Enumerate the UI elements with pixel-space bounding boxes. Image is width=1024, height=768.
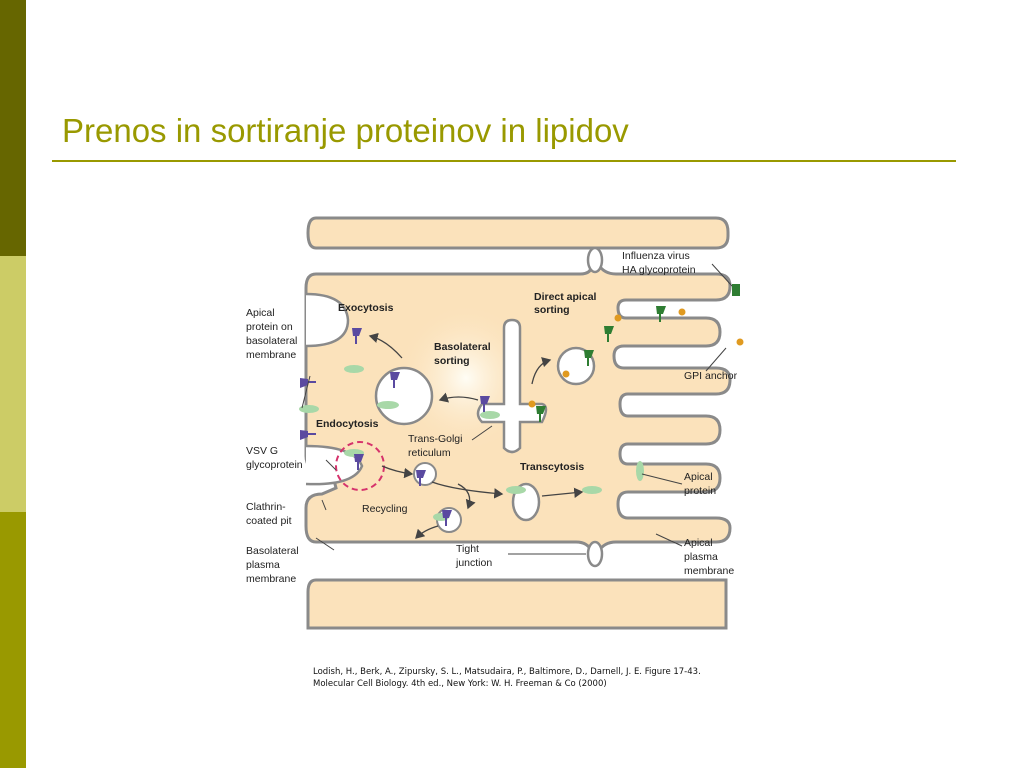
- apical-protein-mark: [636, 461, 644, 481]
- apical-protein-mark: [377, 401, 399, 409]
- exocytic-vesicle: [374, 366, 434, 426]
- trans-golgi-network: [476, 318, 548, 454]
- tight-junction-top: [586, 246, 604, 274]
- sidebar-bar-dark: [0, 0, 26, 256]
- label-basolateral-sorting-1: Basolateral: [434, 341, 491, 353]
- label-baso-membrane-2: plasma: [246, 559, 280, 571]
- diagram-labels: Influenza virus HA glycoprotein Direct a…: [246, 250, 738, 585]
- label-transcytosis: Transcytosis: [520, 461, 584, 473]
- exocytosis-pocket: [305, 292, 350, 348]
- bottom-cell: [306, 578, 728, 630]
- label-baso-membrane-1: Basolateral: [246, 545, 299, 557]
- label-endocytosis: Endocytosis: [316, 418, 379, 430]
- apical-protein-mark: [506, 486, 526, 494]
- gpi-marks: [528, 308, 744, 408]
- title-underline: [52, 160, 956, 162]
- label-clathrin-1: Clathrin-: [246, 501, 286, 513]
- process-arrows: [368, 332, 584, 539]
- sorting-diagram: Influenza virus HA glycoprotein Direct a…: [246, 216, 744, 630]
- top-cell: [306, 216, 730, 250]
- label-apical-membrane-2: plasma: [684, 551, 718, 563]
- label-trans-golgi-2: reticulum: [408, 447, 451, 459]
- label-exocytosis: Exocytosis: [338, 302, 394, 314]
- label-apical-membrane-1: Apical: [684, 537, 713, 549]
- label-apical-on-baso-2: protein on: [246, 321, 293, 333]
- slide-title: Prenos in sortiranje proteinov in lipido…: [62, 112, 629, 149]
- label-direct-apical-2: sorting: [534, 304, 570, 316]
- label-apical-on-baso-4: membrane: [246, 349, 296, 361]
- label-apical-on-baso-3: basolateral: [246, 335, 297, 347]
- label-apical-membrane-3: membrane: [684, 565, 734, 577]
- leader-lines: [301, 263, 733, 555]
- caption-line-1: Lodish, H., Berk, A., Zipursky, S. L., M…: [313, 667, 701, 677]
- label-basolateral-sorting-2: sorting: [434, 355, 470, 367]
- caption-line-2: Molecular Cell Biology. 4th ed., New Yor…: [313, 679, 607, 689]
- label-direct-apical-1: Direct apical: [534, 291, 597, 303]
- apical-protein-mark: [582, 486, 602, 494]
- apical-protein-mark: [299, 405, 319, 413]
- sidebar-bar-mid: [0, 512, 26, 768]
- label-influenza-1: Influenza virus: [622, 250, 690, 262]
- label-tight-1: Tight: [456, 543, 479, 555]
- ha-marks: [536, 284, 740, 422]
- label-baso-membrane-3: membrane: [246, 573, 296, 585]
- figure-caption: Lodish, H., Berk, A., Zipursky, S. L., M…: [313, 666, 701, 690]
- apical-protein-mark: [480, 411, 500, 419]
- label-vsvg-2: glycoprotein: [246, 459, 303, 471]
- label-vsvg-1: VSV G: [246, 445, 278, 457]
- tight-junction-bottom: [586, 540, 604, 568]
- label-gpi-anchor: GPI anchor: [684, 370, 738, 382]
- label-apical-protein-1: Apical: [684, 471, 713, 483]
- vsvg-marks: [300, 328, 490, 526]
- label-clathrin-2: coated pit: [246, 515, 292, 527]
- clathrin-coat: [335, 441, 385, 491]
- label-influenza-2: HA glycoprotein: [622, 264, 696, 276]
- label-tight-2: junction: [455, 557, 492, 569]
- label-apical-protein-2: protein: [684, 485, 716, 497]
- label-apical-on-baso-1: Apical: [246, 307, 275, 319]
- sidebar-bar-light: [0, 256, 26, 512]
- label-trans-golgi-1: Trans-Golgi: [408, 433, 462, 445]
- label-recycling: Recycling: [362, 503, 408, 515]
- apical-protein-mark: [344, 365, 364, 373]
